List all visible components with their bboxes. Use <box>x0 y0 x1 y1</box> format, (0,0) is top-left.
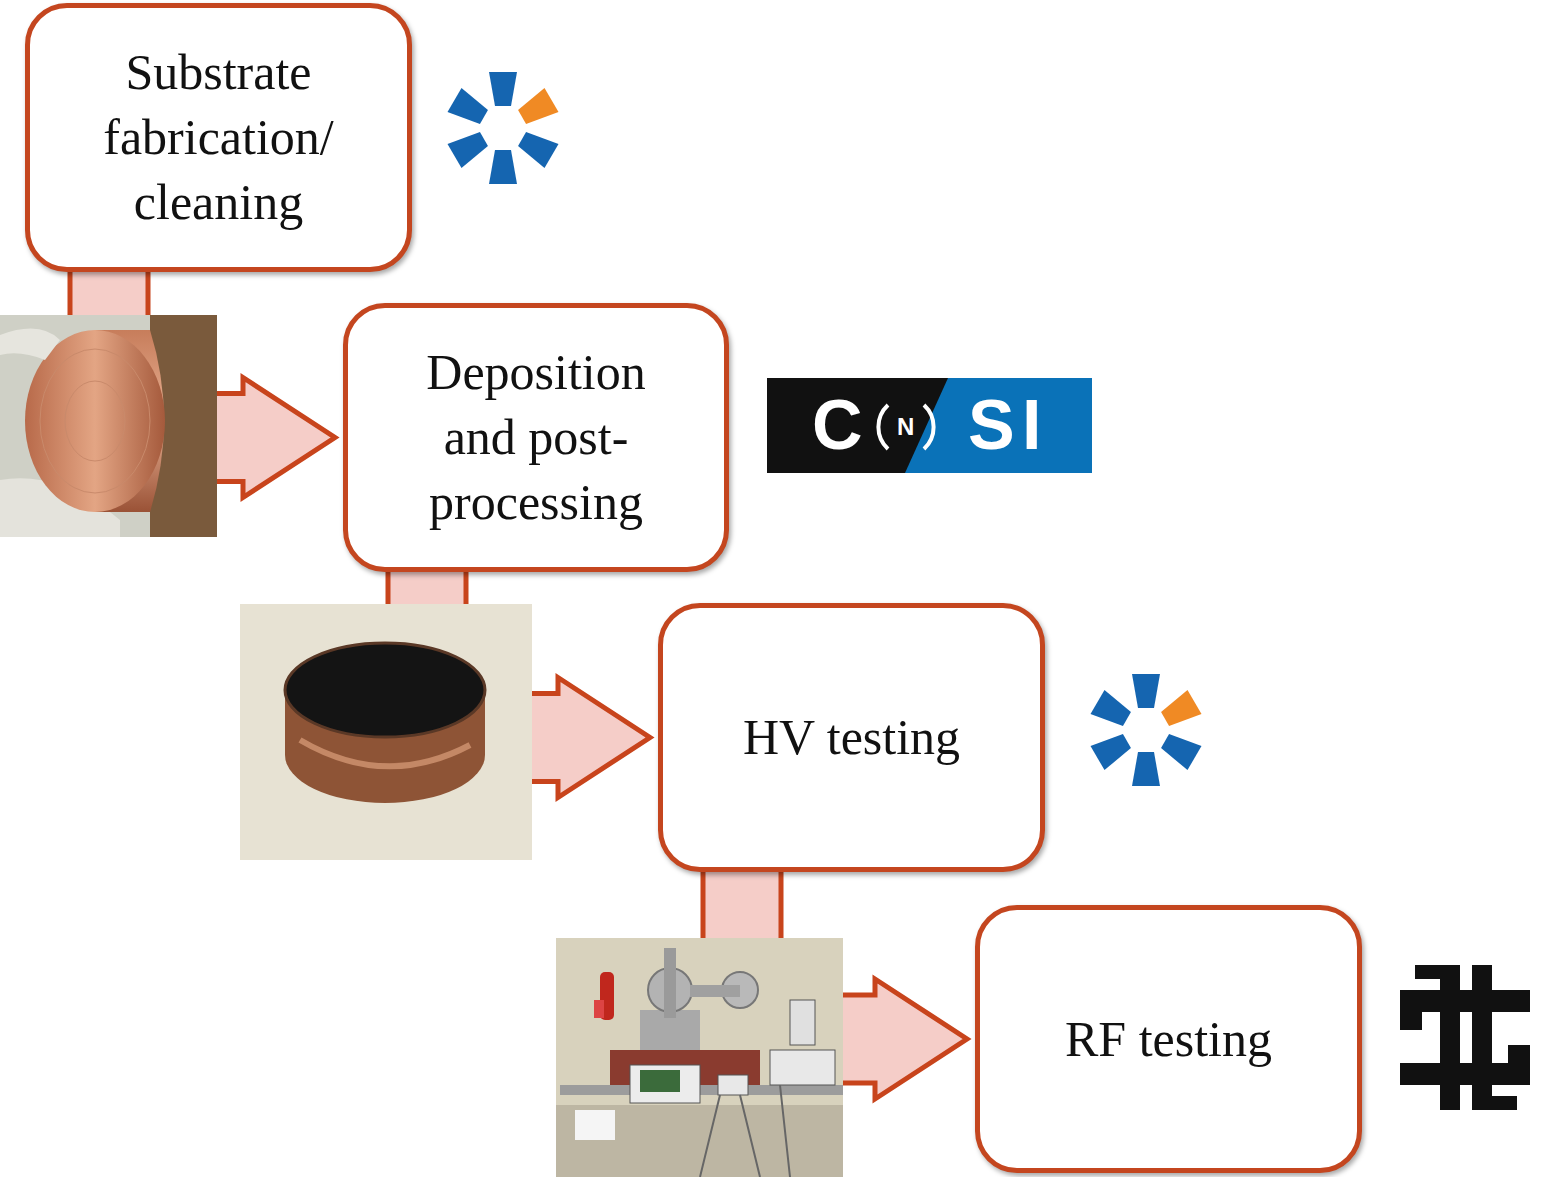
box-label: Deposition and post- processing <box>394 340 679 535</box>
lab-logo <box>1091 674 1202 786</box>
box-label: Substrate fabrication/ cleaning <box>76 40 361 235</box>
process-box: RF testing <box>975 905 1362 1173</box>
lab-logo <box>448 72 559 184</box>
process-box: HV testing <box>658 603 1045 872</box>
logo-letter: I <box>1022 390 1041 460</box>
copper-disk-photo <box>0 315 217 537</box>
hv-test-stand-photo <box>556 938 843 1177</box>
logo-letter: S <box>968 390 1015 460</box>
process-box: Substrate fabrication/ cleaning <box>25 3 412 272</box>
box-label: HV testing <box>709 705 994 770</box>
process-box: Deposition and post- processing <box>343 303 729 572</box>
fermilab-logo <box>1400 965 1530 1110</box>
cnsi-logo <box>767 378 1092 473</box>
coated-disk-photo <box>240 604 532 860</box>
logo-letter: C <box>812 390 863 460</box>
box-label: RF testing <box>1026 1007 1311 1072</box>
logo-letter: N <box>897 415 914 439</box>
